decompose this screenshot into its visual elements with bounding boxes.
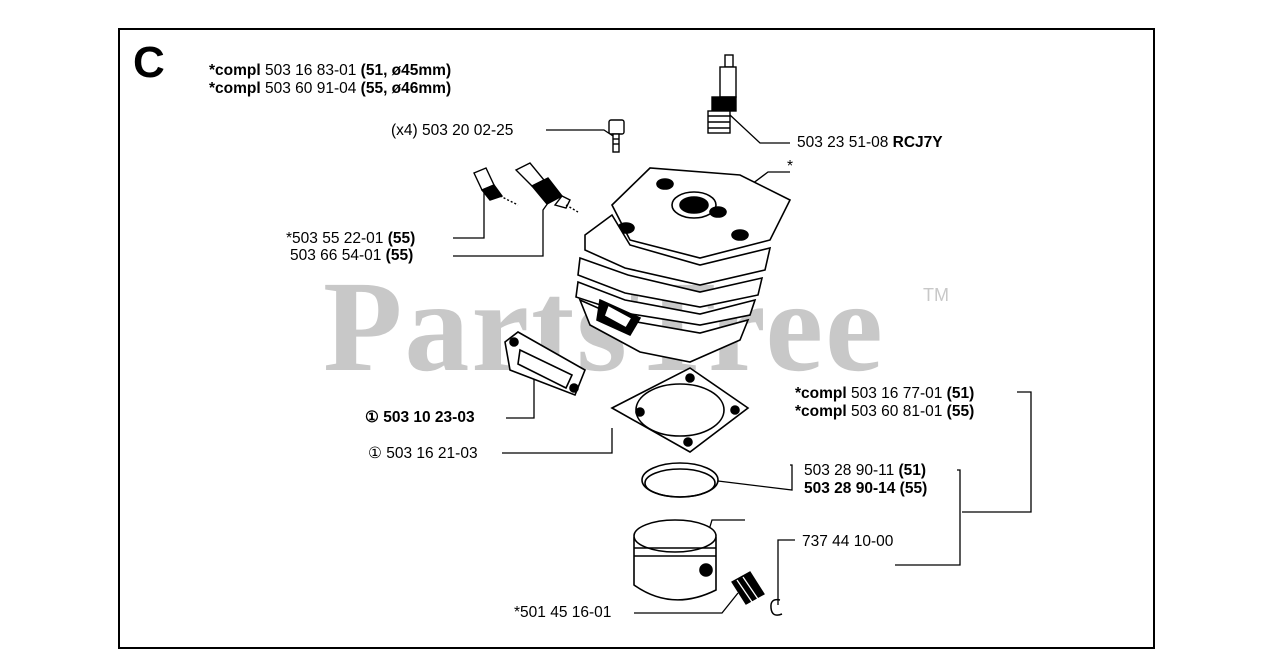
label-cylinder-kit-55: *compl 503 60 91-04 (55, ø46mm) bbox=[209, 80, 452, 97]
label-gasket-base: ① 503 16 21-03 bbox=[368, 445, 478, 462]
leader-piston bbox=[634, 592, 739, 614]
label-screw: (x4) 503 20 02-25 bbox=[391, 122, 514, 139]
diagram-frame bbox=[118, 28, 1155, 649]
screw bbox=[608, 119, 625, 153]
label-ring-51: 503 28 90-11 (51) bbox=[804, 462, 927, 479]
needle-bearing bbox=[731, 571, 765, 605]
label-piston-kit-55: *compl 503 60 81-01 (55) bbox=[795, 403, 975, 420]
piston bbox=[633, 519, 717, 601]
leader-spark-plug bbox=[729, 114, 790, 144]
leader-gasket-base bbox=[502, 428, 613, 454]
label-ring-55: 503 28 90-14 (55) bbox=[804, 480, 928, 497]
label-circlip: 737 44 10-00 bbox=[802, 533, 894, 550]
spark-plug bbox=[707, 54, 737, 134]
label-decomp-valve-2: 503 66 54-01 (55) bbox=[290, 247, 414, 264]
piston-ring bbox=[641, 462, 719, 498]
leader-circlip bbox=[777, 539, 795, 605]
label-piston: *501 45 16-01 bbox=[514, 604, 612, 621]
leader-valve-2 bbox=[453, 202, 549, 257]
leader-valve-1 bbox=[453, 187, 490, 239]
gasket-base bbox=[610, 367, 750, 453]
decomp-valve-1 bbox=[473, 167, 519, 206]
decomp-valve-2 bbox=[514, 162, 579, 213]
circlip bbox=[770, 598, 783, 616]
cylinder bbox=[575, 167, 792, 363]
leader-piston-kit bbox=[962, 391, 1032, 513]
label-cylinder-star: * bbox=[787, 158, 794, 175]
label-piston-kit-51: *compl 503 16 77-01 (51) bbox=[795, 385, 975, 402]
leader-screw bbox=[546, 129, 617, 139]
leader-ring-bracket bbox=[895, 469, 961, 566]
label-decomp-valve-1: *503 55 22-01 (55) bbox=[286, 230, 416, 247]
label-cylinder-kit-51: *compl 503 16 83-01 (51, ø45mm) bbox=[209, 62, 452, 79]
watermark-trademark: TM bbox=[923, 285, 949, 305]
gasket-exhaust bbox=[504, 331, 587, 397]
leader-ring bbox=[717, 464, 793, 491]
section-letter: C bbox=[133, 38, 165, 87]
label-spark-plug: 503 23 51-08 RCJ7Y bbox=[797, 134, 943, 151]
label-gasket-exhaust: ① 503 10 23-03 bbox=[365, 409, 475, 426]
